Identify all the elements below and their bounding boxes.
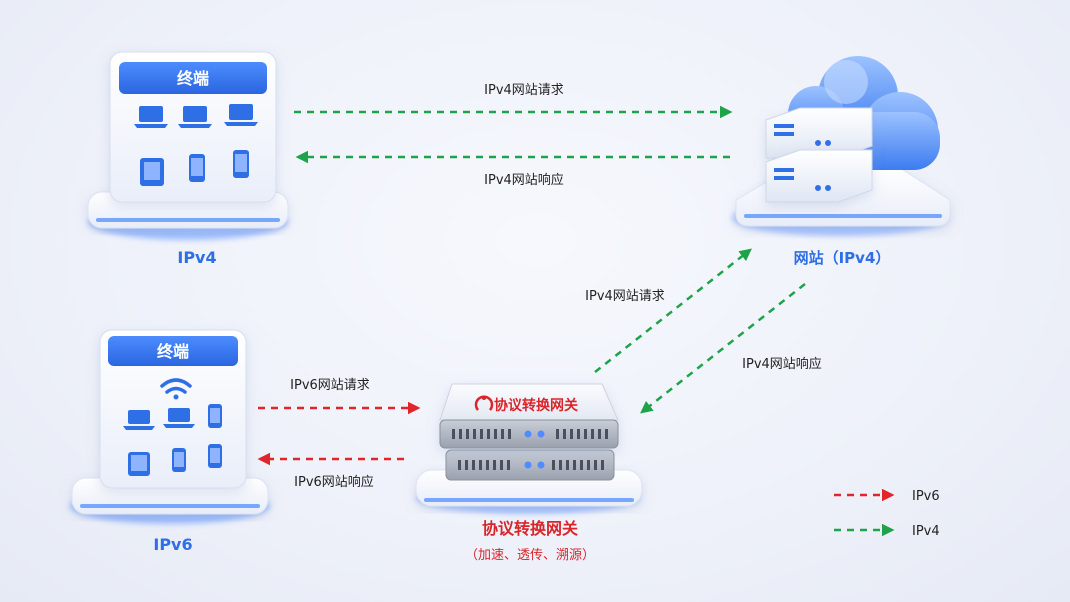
server-icon <box>765 149 873 203</box>
gateway-caption: 协议转换网关 <box>482 519 578 538</box>
wifi-icon <box>160 378 192 400</box>
edge-ipv4-response: IPv4网站响应 <box>295 150 730 188</box>
edge-label: IPv4网站响应 <box>484 172 564 188</box>
gateway-upper-unit <box>439 383 619 449</box>
ipv6-terminal-title: 终端 <box>157 342 189 361</box>
website-node: 网站（IPv4） <box>732 56 951 267</box>
phone-icon <box>172 448 186 472</box>
edge-label: IPv4网站请求 <box>484 83 564 98</box>
ipv6-terminal-caption: IPv6 <box>153 535 192 554</box>
edge-ipv4-request: IPv4网站请求 <box>294 83 733 119</box>
phone-icon <box>208 404 222 428</box>
legend-item-ipv4: IPv4 <box>834 523 940 539</box>
gateway-lower-unit <box>445 449 615 481</box>
edge-ipv6-response: IPv6网站响应 <box>257 452 404 490</box>
gateway-subcaption: （加速、透传、溯源） <box>465 547 595 563</box>
laptop-icon <box>163 408 195 428</box>
tablet-icon <box>140 158 164 186</box>
edge-label: IPv6网站请求 <box>290 378 370 393</box>
laptop-icon <box>178 106 212 128</box>
edge-ipv6-request: IPv6网站请求 <box>258 378 421 415</box>
gateway-device-label: 协议转换网关 <box>494 397 578 414</box>
phone-icon <box>233 150 249 178</box>
website-caption: 网站（IPv4） <box>794 249 891 267</box>
edge-gateway-ipv4-response: IPv4网站响应 <box>640 283 822 414</box>
legend-label: IPv4 <box>912 524 940 539</box>
phone-icon <box>208 444 222 468</box>
ipv6-terminal-header <box>108 336 238 366</box>
tablet-icon <box>128 452 150 476</box>
edge-label: IPv4网站请求 <box>585 289 665 304</box>
edge-label: IPv4网站响应 <box>742 356 822 372</box>
laptop-icon <box>224 104 258 126</box>
laptop-icon <box>123 410 155 430</box>
ipv6-terminal-node: 终端 IPv <box>70 329 270 554</box>
legend-label: IPv6 <box>912 489 940 504</box>
laptop-icon <box>134 106 168 128</box>
legend-item-ipv6: IPv6 <box>834 488 940 504</box>
gateway-node: 协议转换网关 协议转换网关 （加速、透传、溯源） <box>415 383 643 563</box>
gateway-logo-icon <box>474 395 494 411</box>
server-icon <box>765 107 873 159</box>
phone-icon <box>189 154 205 182</box>
ipv4-terminal-title: 终端 <box>177 69 209 88</box>
legend: IPv6 IPv4 <box>834 488 940 539</box>
ipv4-terminal-caption: IPv4 <box>177 248 216 267</box>
edge-label: IPv6网站响应 <box>294 474 374 490</box>
ipv4-terminal-node: 终端 IPv4 <box>87 51 289 267</box>
ipv4-terminal-header <box>119 62 267 94</box>
edge-gateway-ipv4-request: IPv4网站请求 <box>585 248 752 373</box>
